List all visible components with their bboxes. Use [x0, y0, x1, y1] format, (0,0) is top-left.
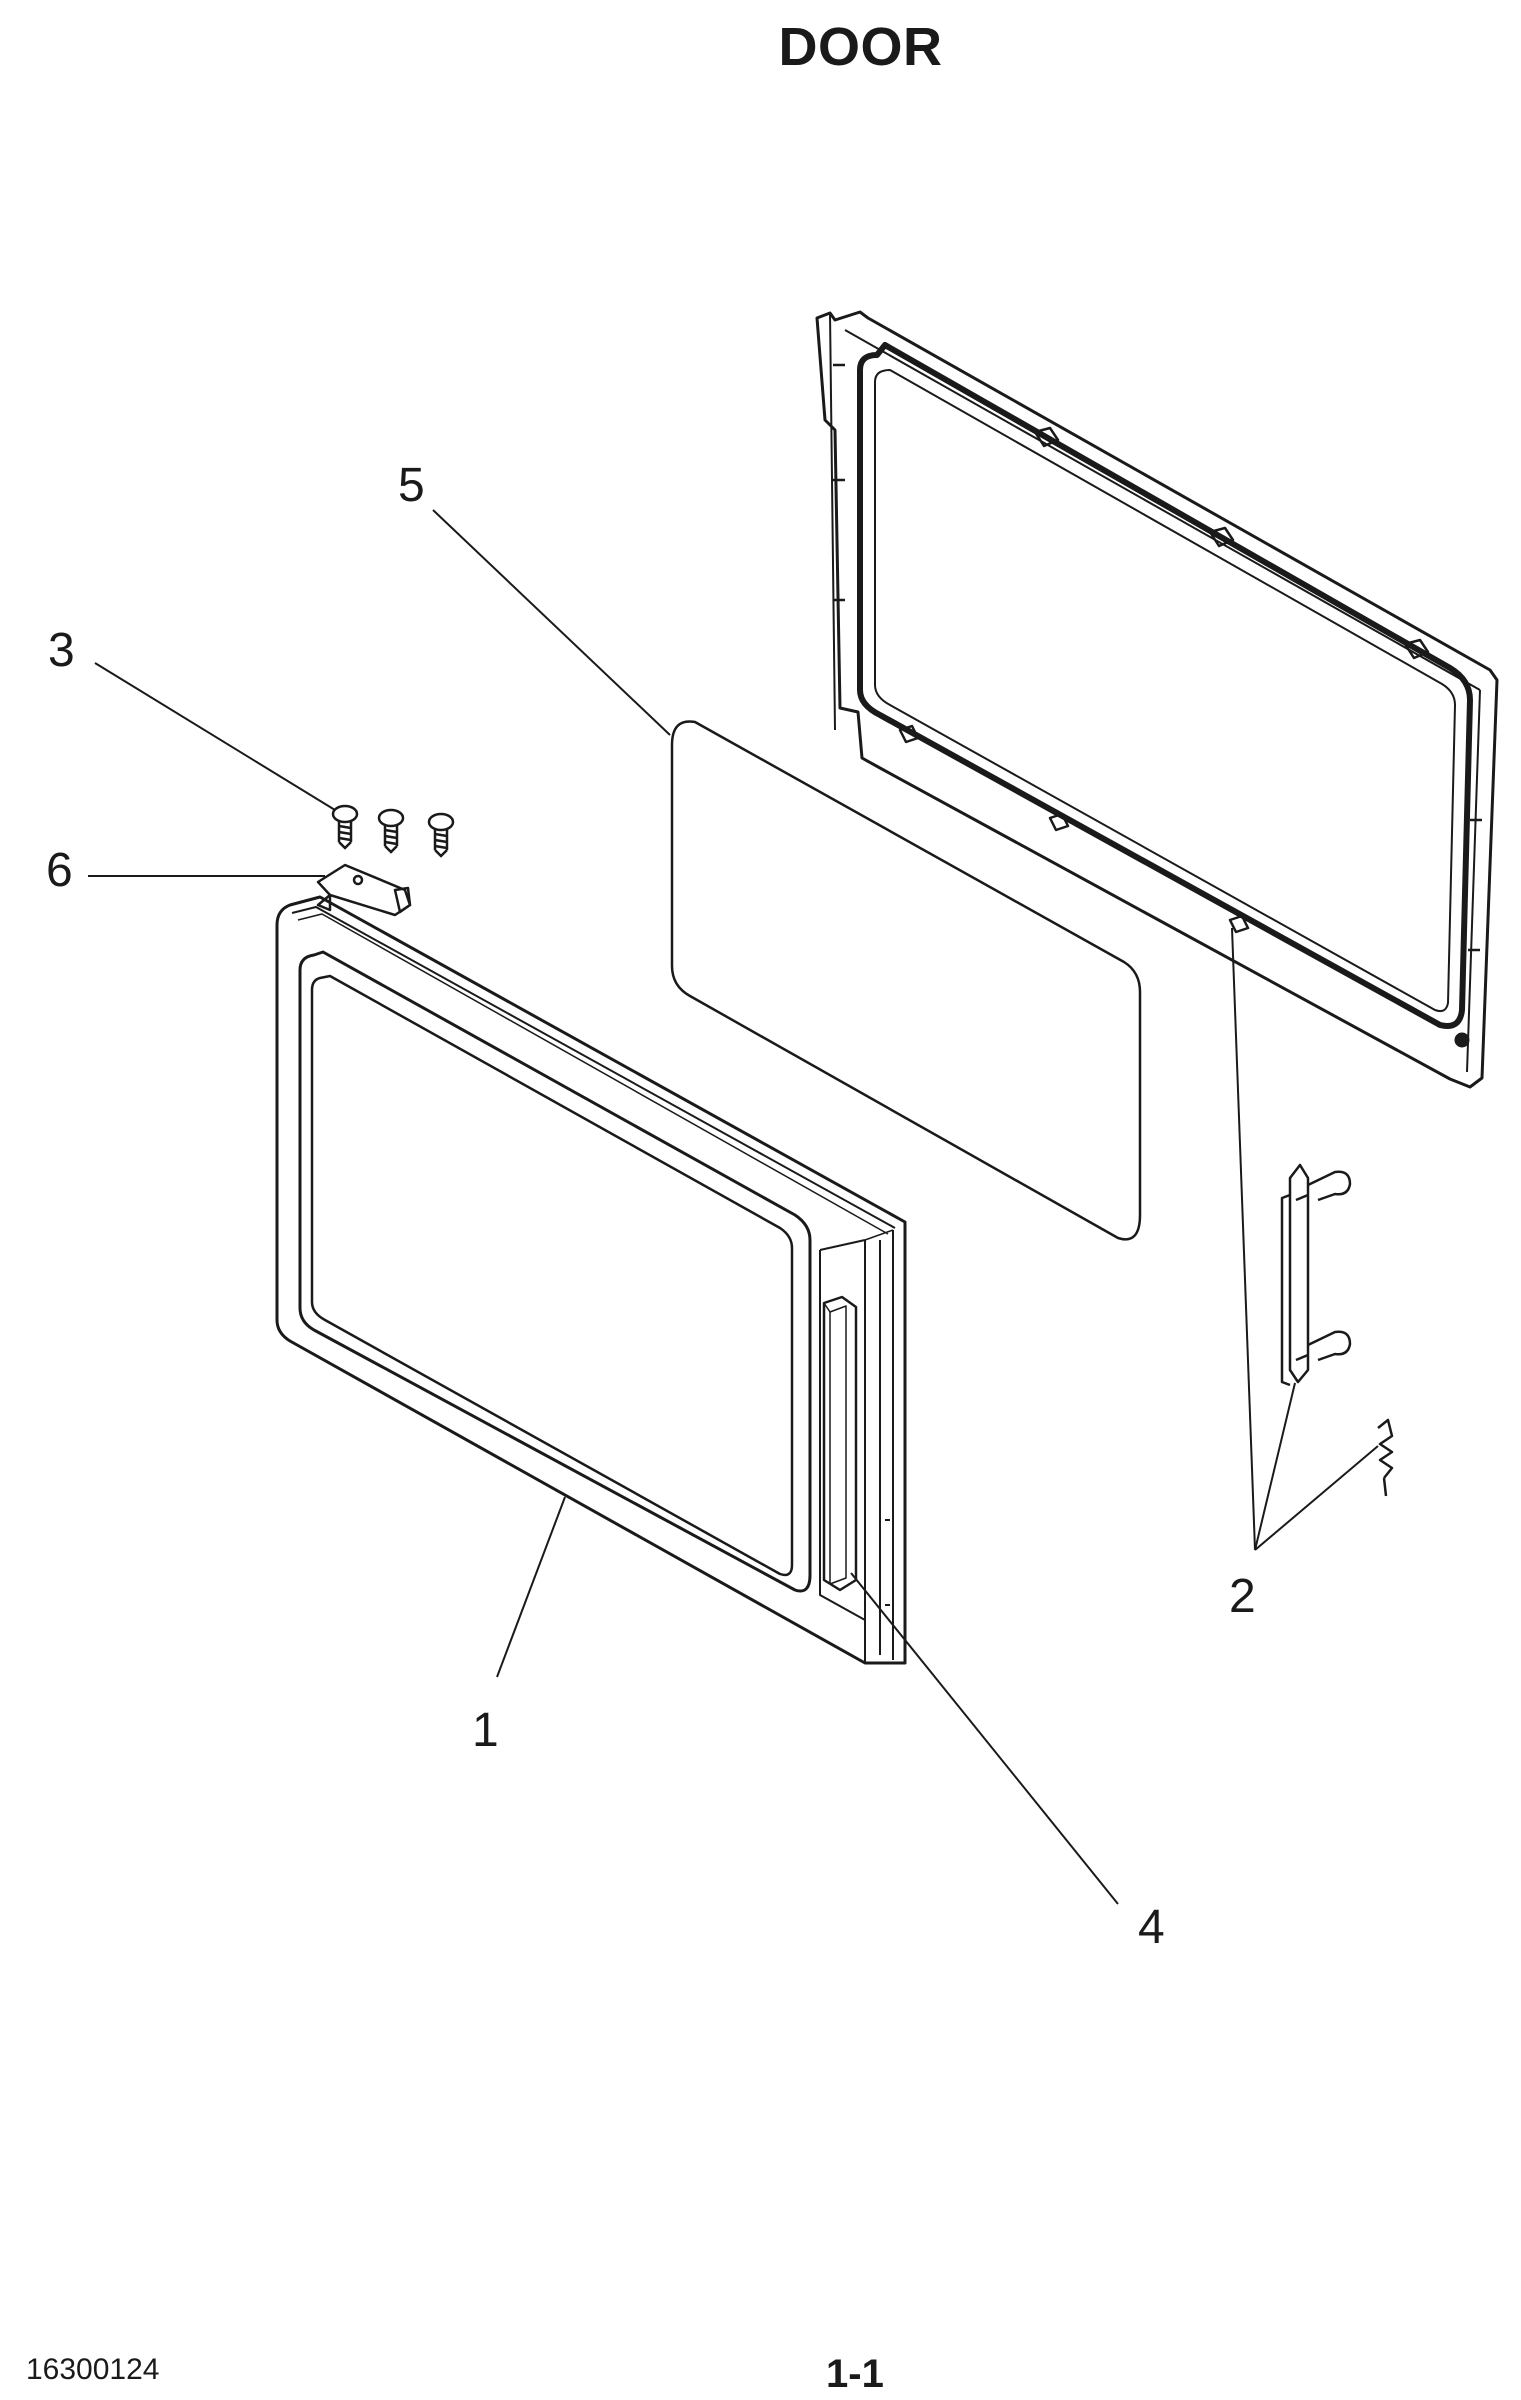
back-frame-part [815, 310, 1499, 1089]
page-title: DOOR [778, 17, 943, 77]
document-number: 16300124 [26, 2353, 160, 2386]
callout-4: 4 [1138, 1901, 1165, 1954]
leader-line-2b [1254, 1382, 1296, 1551]
leader-lines [88, 509, 1379, 1905]
callout-3: 3 [48, 624, 75, 677]
screw-1 [331, 804, 359, 850]
callout-5: 5 [398, 459, 425, 512]
latch-part [1280, 1163, 1394, 1497]
inner-panel-part [670, 720, 1142, 1241]
screw-3 [427, 812, 455, 858]
screw-2 [377, 808, 405, 854]
hinge-bracket-part [316, 863, 412, 917]
callout-1: 1 [472, 1704, 499, 1757]
page-number: 1-1 [826, 2352, 884, 2396]
door-frame-part [275, 895, 907, 1665]
leader-line-4 [850, 1572, 1119, 1905]
callout-6: 6 [46, 844, 73, 897]
screws-part [331, 804, 455, 858]
leader-line-2c [1254, 1445, 1379, 1551]
leader-line-1 [496, 1496, 566, 1678]
leader-line-2a [1231, 927, 1256, 1551]
leader-line-5 [432, 509, 671, 736]
callout-2: 2 [1229, 1570, 1256, 1623]
leader-line-3 [94, 662, 336, 811]
